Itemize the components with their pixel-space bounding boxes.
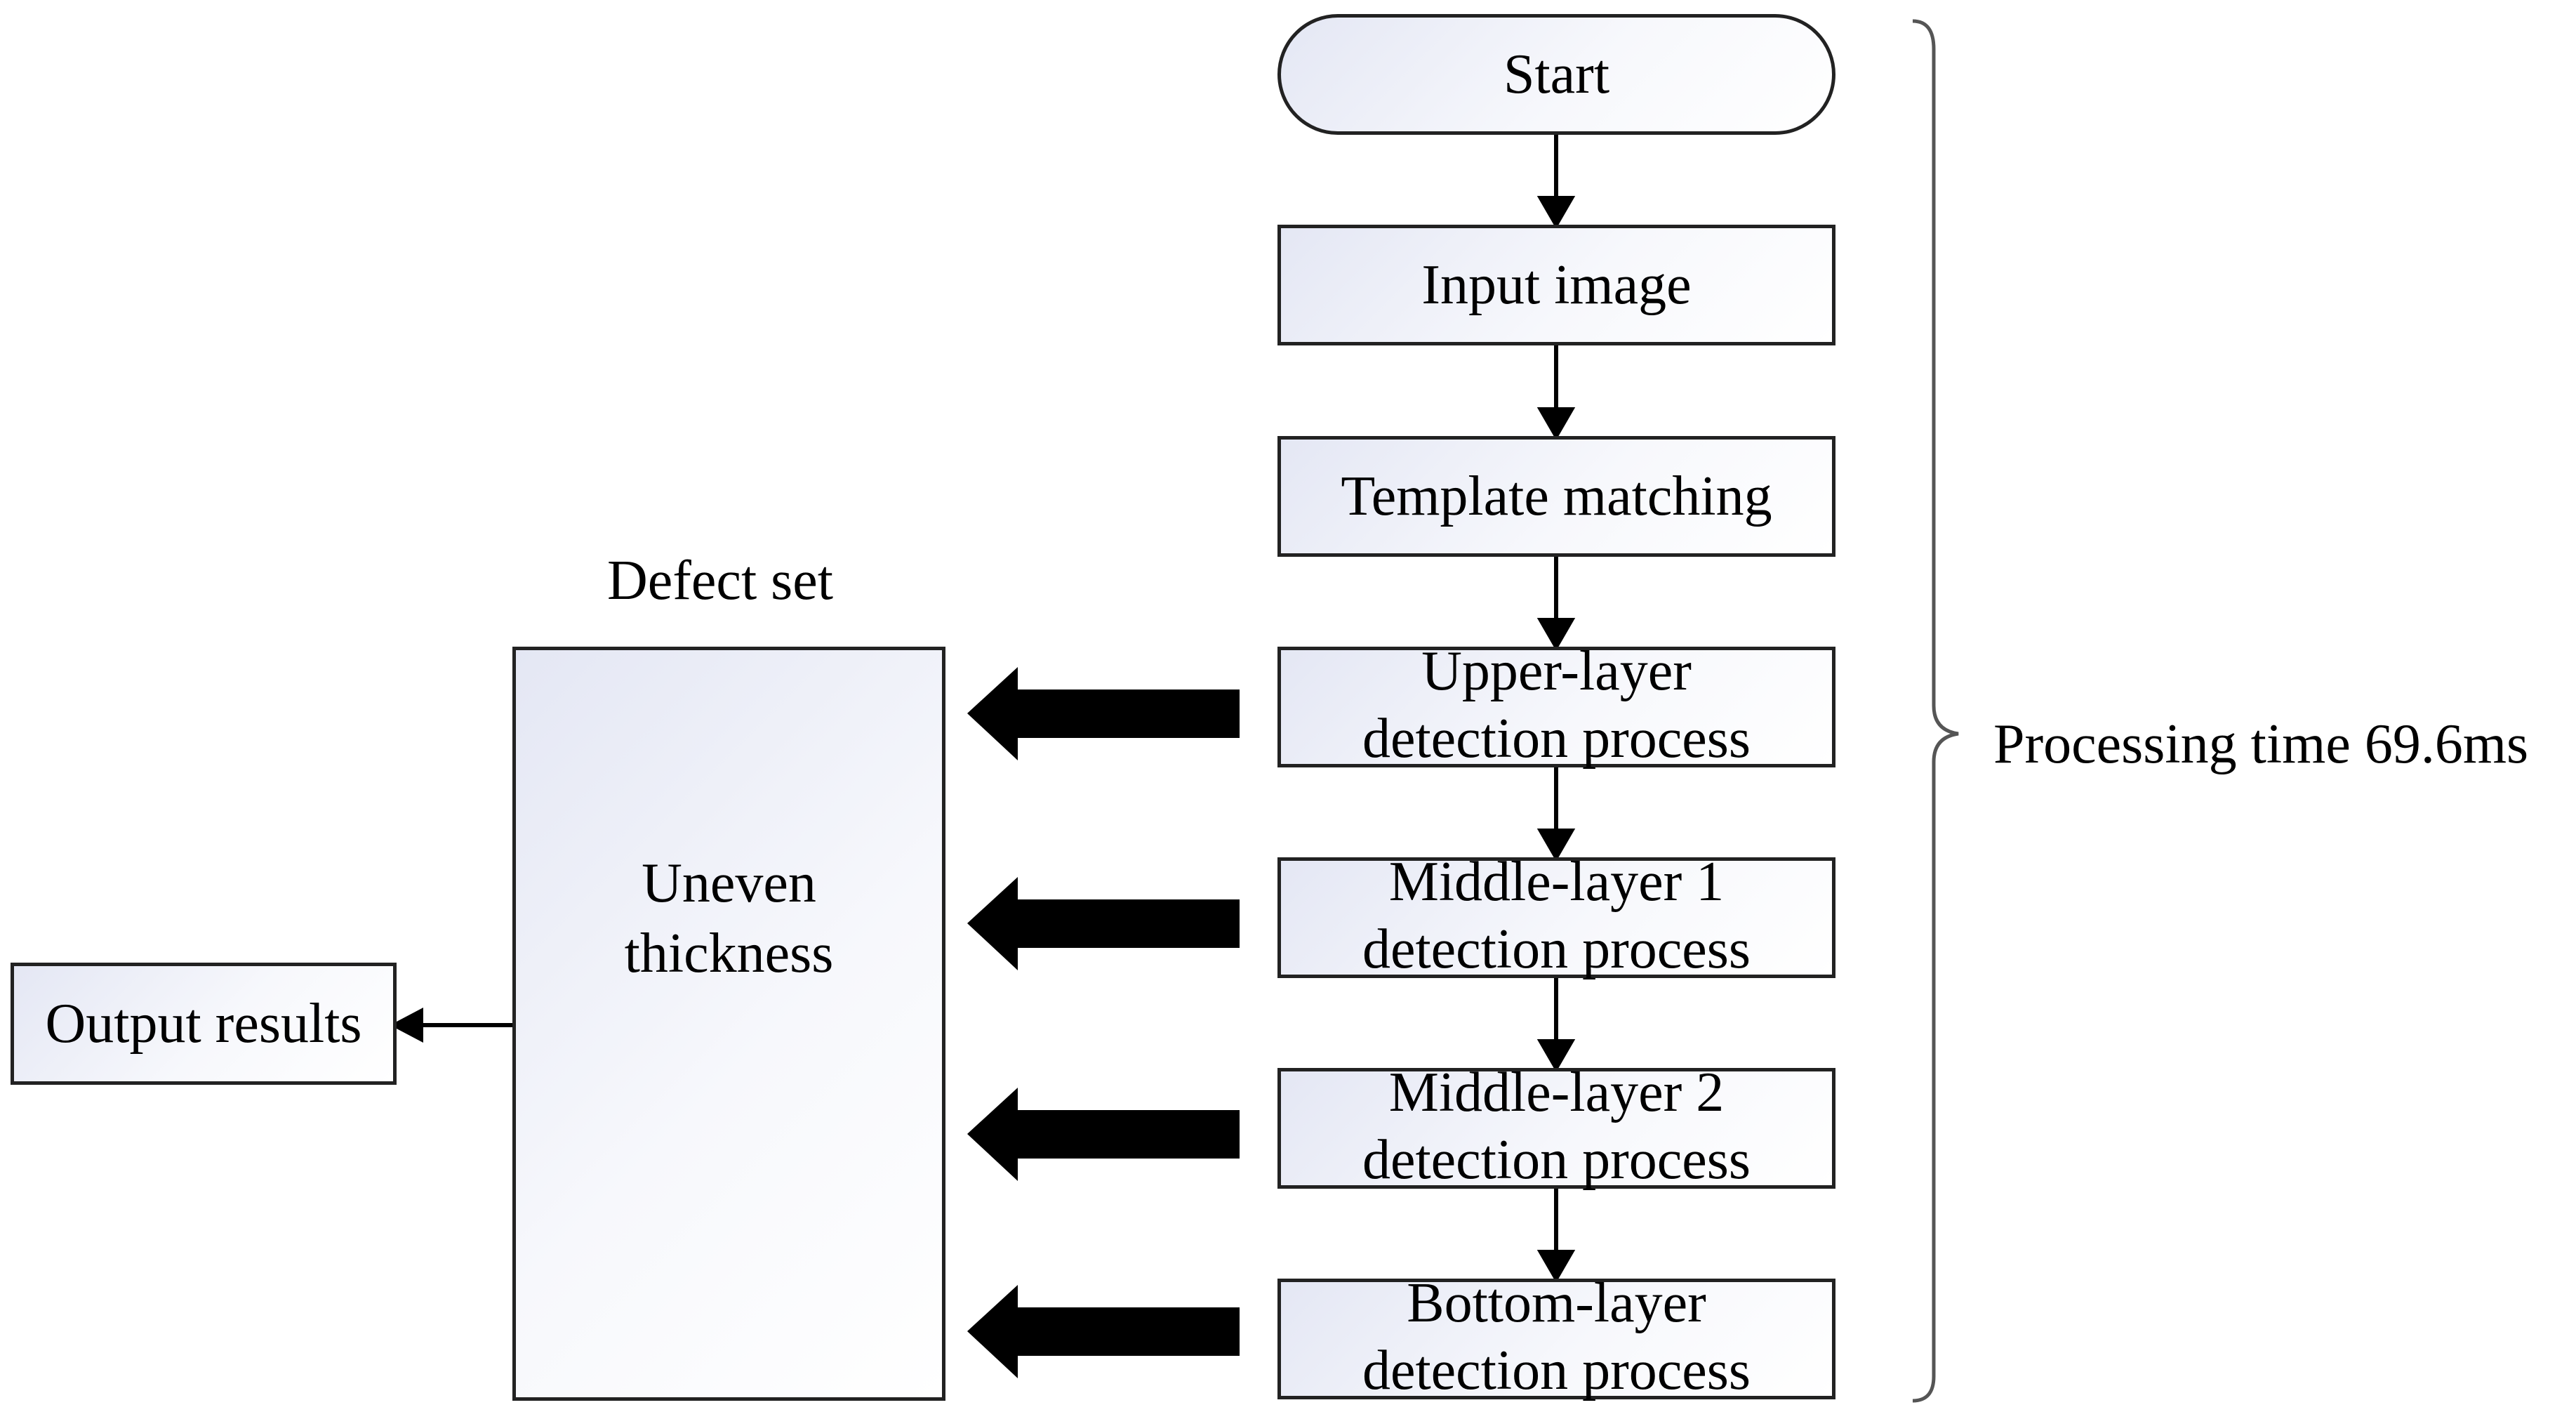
bottom-layer-label: Bottom-layer detection process: [1362, 1272, 1751, 1401]
defect-set-title: Defect set: [607, 550, 834, 612]
thick-arrow-middle1: [967, 877, 1240, 970]
input-image-label: Input image: [1421, 254, 1692, 316]
start-node: Start: [1277, 14, 1835, 135]
output-results-node: Output results: [11, 963, 397, 1085]
middle-layer-1-label: Middle-layer 1 detection process: [1362, 851, 1751, 980]
template-matching-node: Template matching: [1277, 436, 1835, 557]
start-label: Start: [1503, 44, 1610, 105]
template-matching-label: Template matching: [1341, 466, 1772, 527]
thick-arrow-middle2: [967, 1088, 1240, 1181]
defect-set-box: Uneven thickness: [512, 647, 945, 1401]
thick-arrow-upper: [967, 667, 1240, 760]
middle-layer-1-node: Middle-layer 1 detection process: [1277, 851, 1835, 980]
output-results-label: Output results: [45, 993, 362, 1055]
upper-layer-node: Upper-layer detection process: [1277, 640, 1835, 770]
defect-item-uneven-thickness: Uneven thickness: [624, 852, 834, 984]
upper-layer-label: Upper-layer detection process: [1362, 640, 1751, 770]
output-arrow: [390, 1008, 512, 1043]
input-image-node: Input image: [1277, 225, 1835, 345]
bottom-layer-node: Bottom-layer detection process: [1277, 1272, 1835, 1401]
processing-time-label: Processing time 69.6ms: [1993, 713, 2529, 775]
middle-layer-2-label: Middle-layer 2 detection process: [1362, 1062, 1751, 1191]
defect-arrows: [967, 667, 1240, 1378]
thick-arrow-bottom: [967, 1285, 1240, 1378]
processing-time-brace: [1912, 19, 1959, 1403]
middle-layer-2-node: Middle-layer 2 detection process: [1277, 1062, 1835, 1191]
